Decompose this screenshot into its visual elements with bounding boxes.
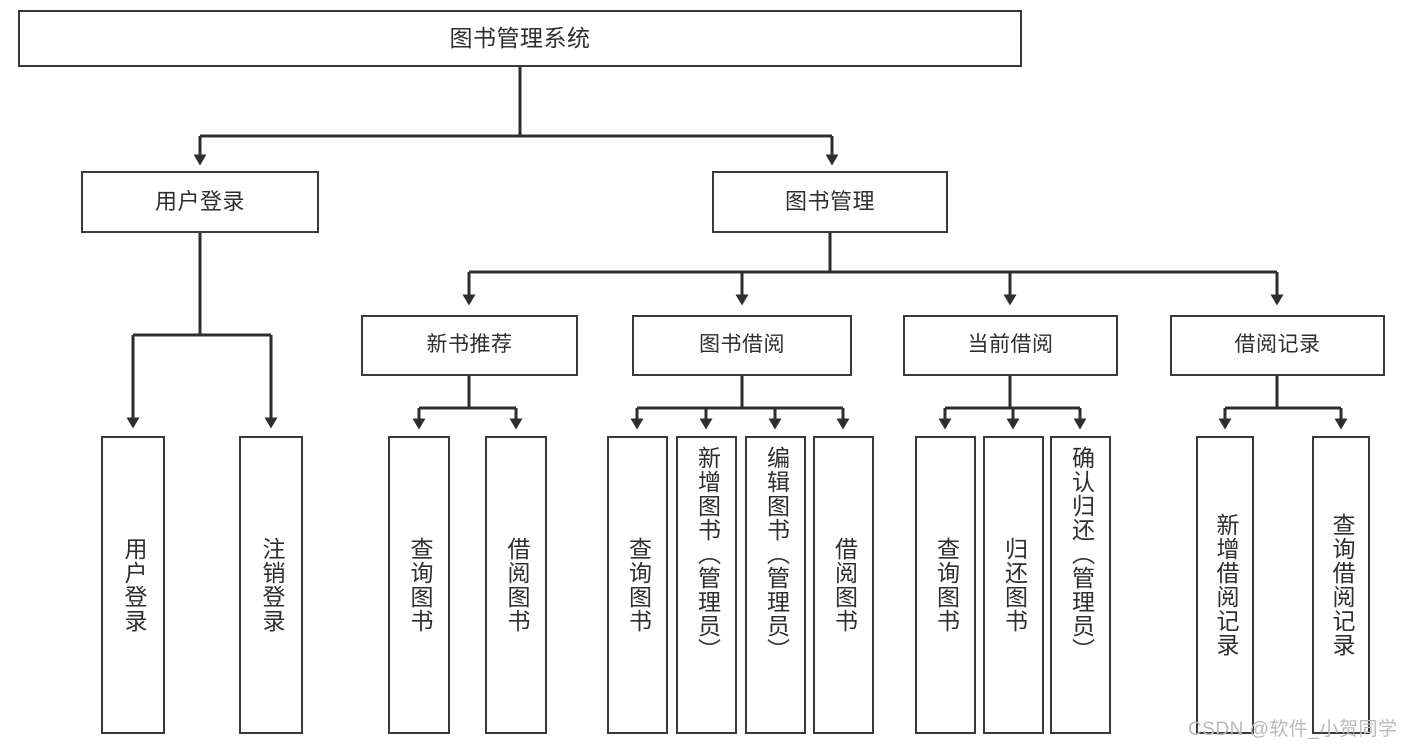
- node-label: 用户登录: [154, 189, 245, 215]
- node-label: 图书管理系统: [449, 25, 591, 52]
- node-borrow-record[interactable]: 借阅记录: [1170, 315, 1385, 376]
- node-label: 查询图书: [933, 537, 960, 633]
- node-label: 用户登录: [120, 537, 147, 633]
- node-leaf-recommend-query-book[interactable]: 查询图书: [388, 436, 450, 734]
- node-label: 借阅图书: [503, 537, 530, 633]
- node-user-login[interactable]: 用户登录: [81, 171, 319, 233]
- node-label: 当前借阅: [967, 333, 1054, 357]
- node-leaf-current-return-book[interactable]: 归还图书: [983, 436, 1044, 734]
- node-label: 确认归还（管理员）: [1068, 446, 1095, 662]
- node-label: 归还图书: [1001, 537, 1028, 633]
- node-label: 新书推荐: [426, 333, 513, 357]
- node-leaf-current-query-book[interactable]: 查询图书: [915, 436, 976, 734]
- node-label: 新增借阅记录: [1212, 513, 1239, 657]
- node-leaf-recommend-borrow-book[interactable]: 借阅图书: [485, 436, 547, 734]
- node-leaf-borrow-borrow-book[interactable]: 借阅图书: [813, 436, 874, 734]
- node-leaf-record-query-record[interactable]: 查询借阅记录: [1312, 436, 1370, 734]
- node-label: 查询图书: [625, 537, 652, 633]
- node-label: 新增图书（管理员）: [694, 446, 721, 662]
- node-label: 查询图书: [406, 537, 433, 633]
- node-new-book-recommend[interactable]: 新书推荐: [361, 315, 578, 376]
- node-current-borrow[interactable]: 当前借阅: [903, 315, 1118, 376]
- node-label: 图书管理: [784, 189, 875, 215]
- node-leaf-current-confirm-return-admin[interactable]: 确认归还（管理员）: [1050, 436, 1111, 734]
- node-leaf-borrow-edit-book-admin[interactable]: 编辑图书（管理员）: [745, 436, 806, 734]
- node-leaf-borrow-add-book-admin[interactable]: 新增图书（管理员）: [676, 436, 737, 734]
- node-label: 查询借阅记录: [1328, 513, 1355, 657]
- node-label: 注销登录: [258, 537, 285, 633]
- node-label: 借阅记录: [1234, 333, 1321, 357]
- node-label: 编辑图书（管理员）: [763, 446, 790, 662]
- node-leaf-user-logout[interactable]: 注销登录: [239, 436, 303, 734]
- node-label: 借阅图书: [831, 537, 858, 633]
- node-leaf-record-add-record[interactable]: 新增借阅记录: [1196, 436, 1254, 734]
- node-book-borrow[interactable]: 图书借阅: [632, 315, 852, 376]
- csdn-watermark: CSDN @软件_小贺同学: [1188, 719, 1398, 740]
- node-leaf-borrow-query-book[interactable]: 查询图书: [607, 436, 668, 734]
- node-label: 图书借阅: [699, 333, 785, 357]
- node-root-system[interactable]: 图书管理系统: [18, 10, 1022, 67]
- node-book-management[interactable]: 图书管理: [712, 171, 948, 233]
- node-leaf-user-login[interactable]: 用户登录: [101, 436, 165, 734]
